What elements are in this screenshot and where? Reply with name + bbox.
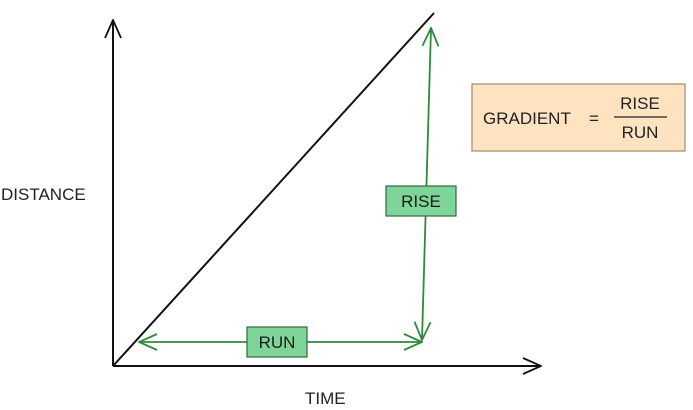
rise-arrow [422, 28, 431, 340]
formula-numerator: RISE [620, 94, 660, 113]
run-label-box [246, 326, 308, 358]
formula-lhs: GRADIENT [483, 109, 571, 128]
distance-time-line [112, 12, 435, 367]
run-label: RUN [259, 333, 296, 352]
rise-label: RISE [401, 192, 441, 211]
formula-equals: = [589, 109, 599, 128]
formula-denominator: RUN [622, 123, 659, 142]
x-axis-label: TIME [305, 389, 346, 408]
rise-label-box [385, 185, 457, 217]
y-axis-label: DISTANCE [1, 185, 86, 204]
